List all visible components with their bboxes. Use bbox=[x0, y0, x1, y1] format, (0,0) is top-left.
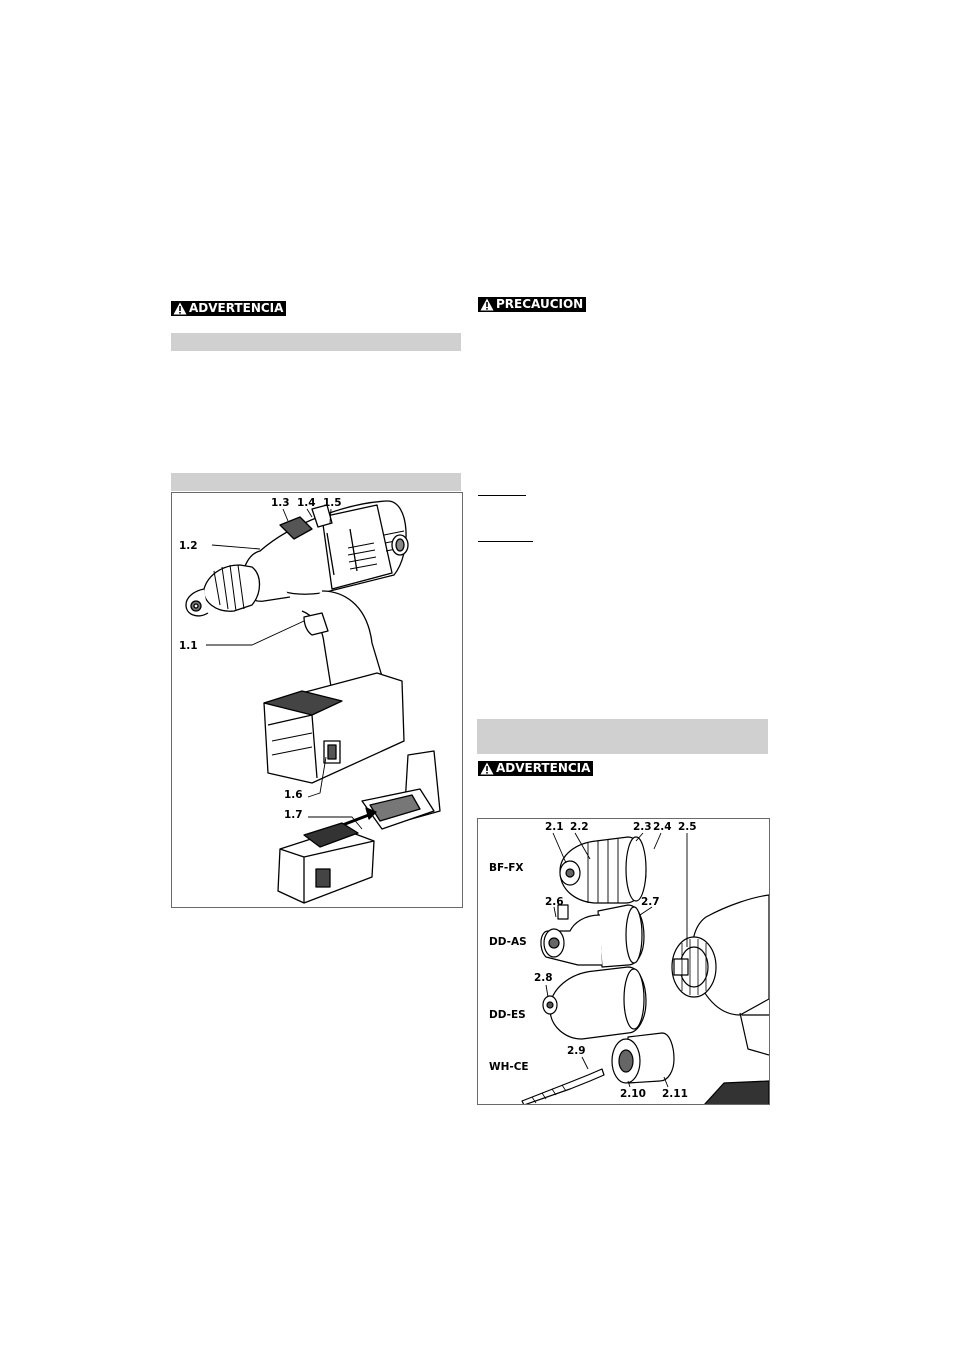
callout-2-11: 2.11 bbox=[662, 1088, 688, 1100]
callout-1-2: 1.2 bbox=[179, 540, 198, 552]
attachment-label-wh-ce: WH-CE bbox=[489, 1061, 529, 1073]
attachments-illustration bbox=[521, 832, 769, 1104]
callout-2-8: 2.8 bbox=[534, 972, 553, 984]
callout-2-7: 2.7 bbox=[641, 896, 660, 908]
callout-1-1: 1.1 bbox=[179, 640, 198, 652]
warning-triangle-icon bbox=[480, 762, 494, 775]
warning-badge-label: ADVERTENCIA bbox=[189, 301, 284, 315]
warning-triangle-icon bbox=[173, 302, 187, 315]
caution-badge-label: PRECAUCION bbox=[496, 297, 584, 311]
callout-1-4: 1.4 bbox=[297, 497, 316, 509]
attachment-label-dd-es: DD-ES bbox=[489, 1009, 526, 1021]
figure-2-attachments: 2.1 2.2 2.3 2.4 2.5 2.6 2.7 2.8 2.9 2.10… bbox=[477, 818, 770, 1105]
callout-2-6: 2.6 bbox=[545, 896, 564, 908]
warning-badge-right: ADVERTENCIA bbox=[478, 761, 594, 776]
underline-rule bbox=[478, 495, 526, 496]
callout-2-2: 2.2 bbox=[570, 821, 589, 833]
callout-1-3: 1.3 bbox=[271, 497, 290, 509]
callout-1-5: 1.5 bbox=[323, 497, 342, 509]
attachment-label-dd-as: DD-AS bbox=[489, 936, 527, 948]
attachment-label-bf-fx: BF-FX bbox=[489, 862, 524, 874]
section-heading-bar bbox=[171, 333, 461, 351]
callout-1-7: 1.7 bbox=[284, 809, 303, 821]
callout-2-9: 2.9 bbox=[567, 1045, 586, 1057]
callout-2-1: 2.1 bbox=[545, 821, 564, 833]
section-heading-bar bbox=[171, 473, 461, 491]
warning-badge-label: ADVERTENCIA bbox=[496, 761, 591, 775]
callout-2-3: 2.3 bbox=[633, 821, 652, 833]
drill-illustration bbox=[185, 500, 441, 904]
callout-2-4: 2.4 bbox=[653, 821, 672, 833]
callout-2-5: 2.5 bbox=[678, 821, 697, 833]
caution-badge: PRECAUCION bbox=[478, 297, 587, 312]
callout-1-6: 1.6 bbox=[284, 789, 303, 801]
callout-2-10: 2.10 bbox=[620, 1088, 646, 1100]
section-heading-bar bbox=[477, 719, 768, 754]
warning-triangle-icon bbox=[480, 298, 494, 311]
underline-rule bbox=[478, 541, 533, 542]
figure-1-drill: 1.3 1.4 1.5 1.2 1.1 1.6 1.7 bbox=[171, 492, 463, 908]
warning-badge-left: ADVERTENCIA bbox=[171, 301, 287, 316]
